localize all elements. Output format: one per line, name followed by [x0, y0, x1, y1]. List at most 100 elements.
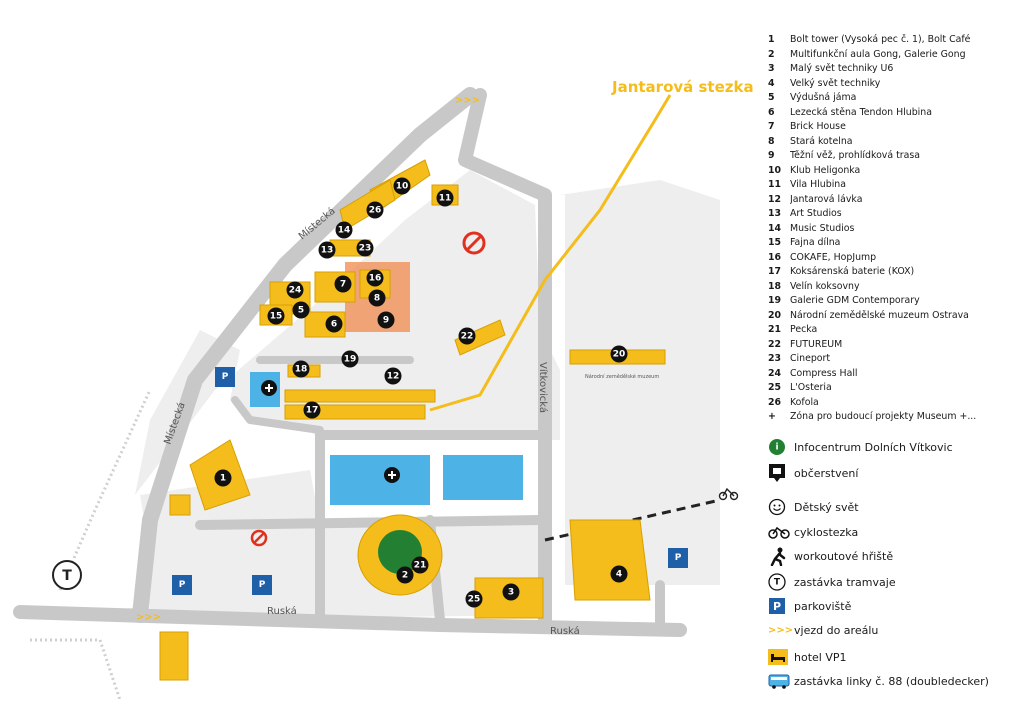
- kids-world-icon: [768, 498, 786, 516]
- infocentre-ring: [378, 530, 422, 574]
- map-badge-25[interactable]: 25: [465, 590, 483, 608]
- map-badge-14[interactable]: 14: [335, 221, 353, 239]
- map-badge-number: 9: [383, 316, 389, 326]
- map-badge-7[interactable]: 7: [334, 275, 352, 293]
- map-badge-number: 26: [369, 206, 382, 216]
- legend-item-number: 5: [768, 92, 775, 103]
- map-badge-number: 10: [396, 182, 409, 192]
- svg-text:P: P: [773, 600, 781, 613]
- map-badge-15[interactable]: 15: [267, 307, 285, 325]
- map-badge-number: 21: [414, 561, 427, 571]
- map-badge-number: 19: [344, 355, 357, 365]
- bicycle-icon-map: [718, 487, 739, 501]
- hotel-icon: [768, 649, 788, 665]
- legend-item-label: Cineport: [790, 353, 831, 364]
- no-entry-icon: [250, 231, 486, 547]
- map-badge-number: 24: [289, 286, 302, 296]
- legend-symbol-bicycle: cyklostezka: [768, 522, 1018, 542]
- map-badge-16[interactable]: 16: [366, 269, 384, 287]
- legend-item-number: 13: [768, 208, 782, 219]
- parking-icon: P: [769, 598, 785, 614]
- map-badge-13[interactable]: 13: [318, 241, 336, 259]
- map-badge-8[interactable]: 8: [368, 289, 386, 307]
- map-badge-number: 13: [321, 246, 334, 256]
- legend-symbol-label: workoutové hřiště: [794, 549, 894, 563]
- legend-item-label: COKAFE, HopJump: [790, 251, 877, 263]
- legend-item-label: Music Studios: [790, 222, 855, 234]
- map-badge-19[interactable]: 19: [341, 350, 359, 368]
- legend-item-number: 24: [768, 367, 782, 379]
- map-badge-3[interactable]: 3: [502, 583, 520, 601]
- legend-item-label: Bolt tower (Vysoká pec č. 1), Bolt Café: [790, 34, 971, 45]
- legend-symbol-tram: T zastávka tramvaje: [768, 572, 1018, 592]
- svg-text:P: P: [259, 580, 266, 590]
- map-badge-number: 6: [331, 320, 337, 330]
- map-badge-10[interactable]: 10: [393, 177, 411, 195]
- legend-item-number: 2: [768, 48, 775, 60]
- museum-name-small: Národní zemědělské muzeum: [585, 373, 659, 380]
- legend-item-number: 11: [768, 179, 782, 190]
- legend-item-label: Velín koksovny: [790, 280, 860, 292]
- map-badge-26[interactable]: 26: [366, 201, 384, 219]
- entrance-arrows-icon: >>>: [768, 624, 794, 636]
- legend-item: 18 Velín koksovny: [768, 280, 1018, 295]
- map-badge-number: 23: [359, 244, 372, 254]
- legend-item: 2 Multifunkční aula Gong, Galerie Gong: [768, 48, 1018, 63]
- legend-symbol-label: vjezd do areálu: [794, 623, 879, 637]
- map-badge-21[interactable]: 21: [411, 556, 429, 574]
- rail-lines: [30, 389, 152, 701]
- area-grounds: [135, 170, 720, 620]
- museum-plus-buildings: [250, 372, 523, 505]
- bus-stop-icon: [768, 674, 790, 689]
- svg-text:P: P: [179, 580, 186, 590]
- map-badge-17[interactable]: 17: [303, 401, 321, 419]
- map-badge-5[interactable]: 5: [292, 301, 310, 319]
- map-badge-22[interactable]: 22: [458, 327, 476, 345]
- map-badge-number: 25: [468, 595, 481, 605]
- legend-item-number: +: [768, 411, 776, 422]
- legend-item-number: 25: [768, 382, 782, 393]
- map-badge-23[interactable]: 23: [356, 239, 374, 257]
- legend-item-label: Velký svět techniky: [790, 77, 881, 89]
- map-badge-12[interactable]: 12: [384, 367, 402, 385]
- legend-item-label: Těžní věž, prohlídková trasa: [790, 150, 920, 161]
- legend-item-number: 23: [768, 353, 782, 364]
- map-badge-number: 15: [270, 312, 283, 322]
- legend-symbol-info: i Infocentrum Dolních Vítkovic: [768, 437, 1018, 457]
- legend-item-label: Multifunkční aula Gong, Galerie Gong: [790, 48, 966, 60]
- refreshment-icon: [769, 464, 785, 482]
- legend-symbol-refreshment: občerstvení: [768, 463, 1018, 483]
- map-badge-9[interactable]: 9: [377, 311, 395, 329]
- legend-item-label: Compress Hall: [790, 367, 858, 379]
- map-badge-number: 3: [508, 588, 514, 598]
- legend-item-label: Lezecká stěna Tendon Hlubina: [790, 106, 932, 118]
- map-badge-18[interactable]: 18: [292, 360, 310, 378]
- legend-item-number: 18: [768, 280, 782, 292]
- legend-item-number: 8: [768, 135, 775, 147]
- legend-item-number: 17: [768, 266, 782, 277]
- map-badge-1[interactable]: 1: [214, 469, 232, 487]
- map-badge-2[interactable]: 2: [396, 566, 414, 584]
- map-badge-20[interactable]: 20: [610, 345, 628, 363]
- map-badge-11[interactable]: 11: [436, 189, 454, 207]
- legend-item-number: 19: [768, 295, 782, 306]
- legend-item-number: 16: [768, 251, 782, 263]
- map-badge-24[interactable]: 24: [286, 281, 304, 299]
- map-badge-6[interactable]: 6: [325, 315, 343, 333]
- map-badge-4[interactable]: 4: [610, 565, 628, 583]
- info-icon: i: [769, 439, 785, 455]
- legend-item-label: Fajna dílna: [790, 237, 841, 248]
- amber-trail: [429, 94, 672, 412]
- legend-symbol-parking: P parkoviště: [768, 596, 1018, 616]
- entrance-arrows-icon-map: >>> >>>: [136, 95, 480, 623]
